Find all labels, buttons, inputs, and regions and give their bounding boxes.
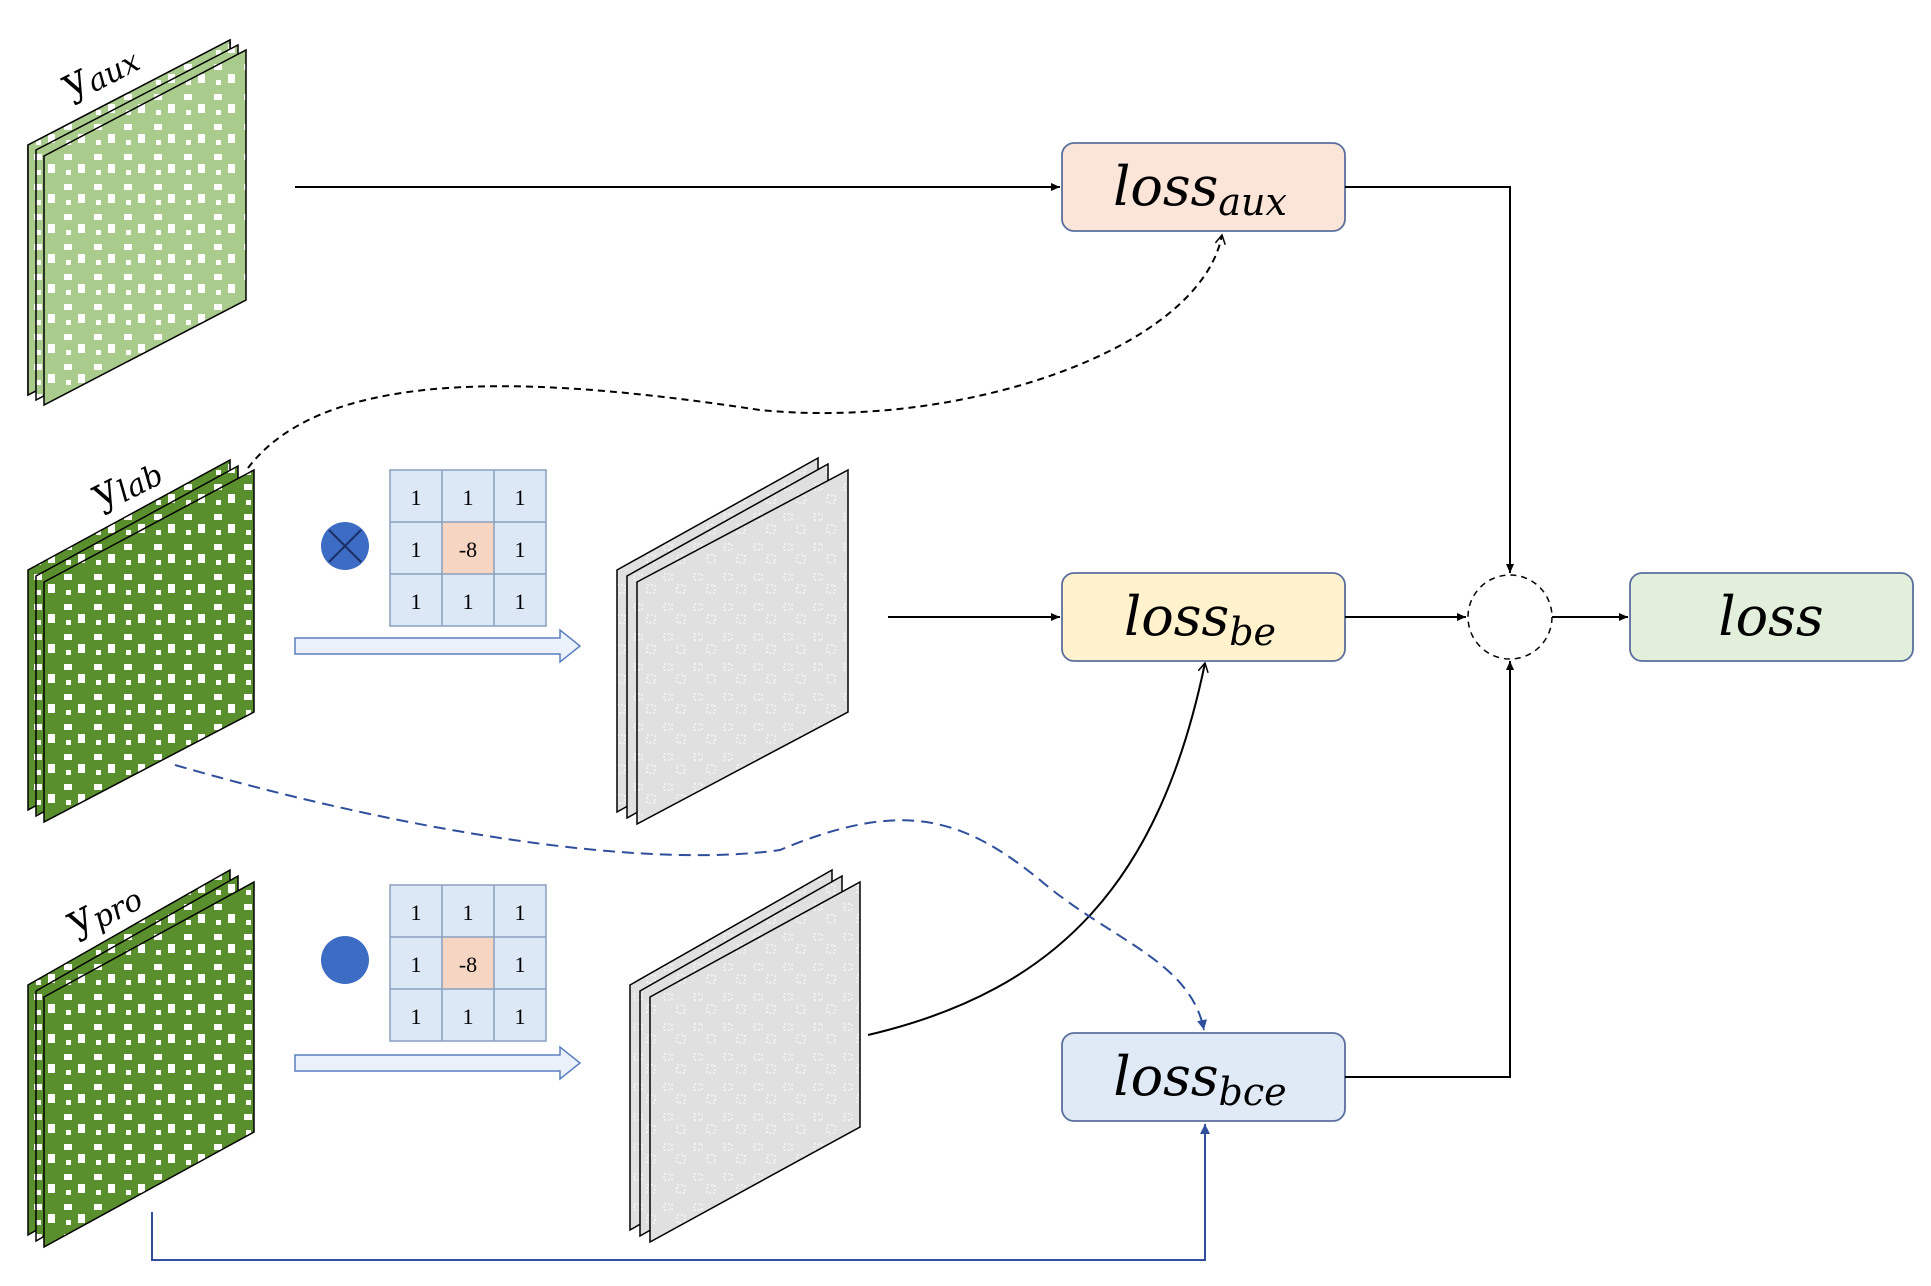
loss-total-box: loss — [1629, 572, 1914, 662]
connector-pro-to-loss-bce — [151, 1124, 1210, 1261]
y-aux-stack — [27, 38, 247, 407]
convolution-operator-2 — [321, 936, 369, 984]
kernel-1-cell-center: -8 — [459, 537, 477, 562]
y-pro-stack — [27, 868, 255, 1249]
svg-text:lossbe: lossbe — [1124, 585, 1276, 654]
edge-map-lab-stack — [616, 456, 849, 826]
kernel-2-cell: 1 — [515, 1004, 526, 1029]
kernel-2-cell-center: -8 — [459, 952, 477, 977]
connector-loss-bce-to-sum — [1345, 661, 1514, 1078]
kernel-1-cell: 1 — [411, 537, 422, 562]
kernel-1-cell: 1 — [411, 589, 422, 614]
kernel-1-cell: 1 — [515, 485, 526, 510]
laplacian-kernel-2: 1 1 1 1 -8 1 1 1 1 — [389, 884, 547, 1042]
kernel-1-cell: 1 — [463, 589, 474, 614]
kernel-1-cell: 1 — [515, 589, 526, 614]
kernel-1-cell: 1 — [411, 485, 422, 510]
kernel-2-cell: 1 — [411, 952, 422, 977]
y-lab-stack — [27, 458, 255, 824]
laplacian-kernel-1: 1 1 1 1 -8 1 1 1 1 — [389, 469, 547, 627]
convolve-arrow-2 — [294, 1045, 582, 1081]
svg-text:lossaux: lossaux — [1113, 155, 1287, 224]
kernel-1-cell: 1 — [463, 485, 474, 510]
loss-aux-box: lossaux — [1061, 142, 1346, 232]
kernel-2-cell: 1 — [515, 900, 526, 925]
kernel-2-cell: 1 — [411, 900, 422, 925]
connector-loss-aux-to-sum — [1345, 186, 1514, 573]
kernel-2-cell: 1 — [463, 900, 474, 925]
edge-map-pro-stack — [629, 868, 861, 1244]
connector-lab-to-loss-bce — [174, 764, 1207, 1031]
svg-text:lossbce: lossbce — [1113, 1045, 1286, 1114]
kernel-2-cell: 1 — [411, 1004, 422, 1029]
loss-be-box: lossbe — [1061, 572, 1346, 662]
connector-edge-pro-to-loss-be — [867, 661, 1209, 1036]
loss-bce-box: lossbce — [1061, 1032, 1346, 1122]
kernel-2-cell: 1 — [515, 952, 526, 977]
connector-lab-to-loss-aux — [247, 233, 1226, 469]
svg-text:loss: loss — [1718, 585, 1823, 648]
convolution-operator-1 — [321, 522, 369, 570]
sum-node — [1467, 574, 1553, 660]
kernel-1-cell: 1 — [515, 537, 526, 562]
convolve-arrow-1 — [294, 628, 582, 664]
kernel-2-cell: 1 — [463, 1004, 474, 1029]
